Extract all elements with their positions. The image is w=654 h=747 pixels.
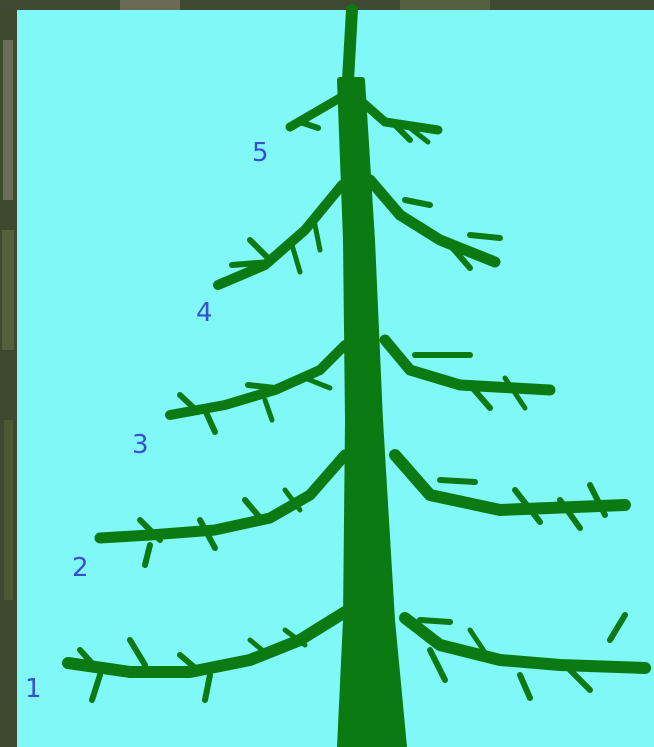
tier-label-1: 1 (25, 676, 42, 702)
tier-label-2: 2 (72, 555, 89, 581)
tier-label-3: 3 (132, 432, 149, 458)
tier-label-4: 4 (196, 300, 213, 326)
tier-label-5: 5 (252, 140, 269, 166)
tree-trunk (348, 10, 352, 80)
